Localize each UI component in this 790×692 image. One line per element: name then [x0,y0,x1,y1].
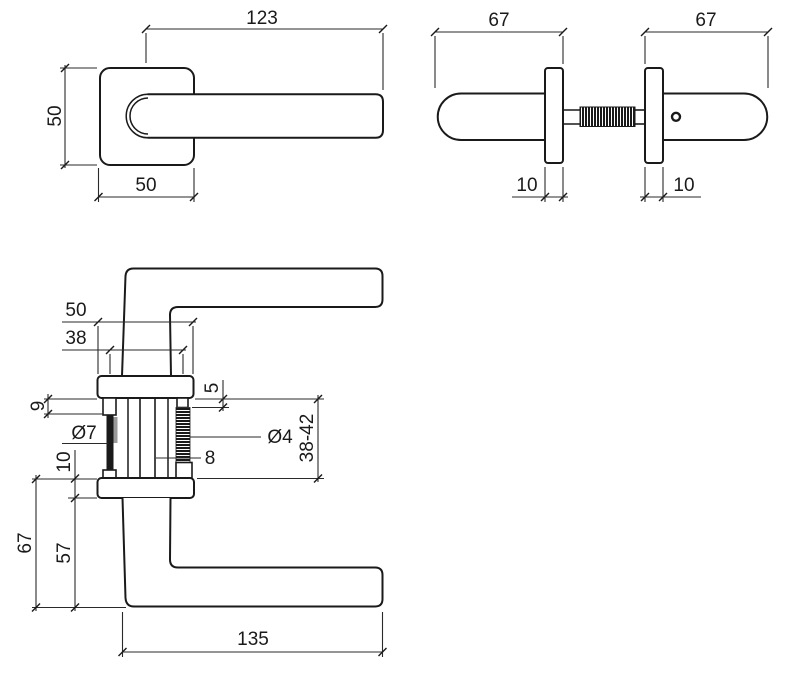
bush-shadow [113,417,118,443]
dim-label-boss-left: 9 [28,401,49,412]
dim-label-lever-length-section: 135 [237,629,269,650]
dim-tick [640,27,650,37]
dim-tick [141,24,151,34]
connecting-bush [106,415,114,470]
fixing-screw-thread [175,407,191,463]
dim-tick [31,474,41,484]
dim-tick [430,27,440,37]
dim-tick [70,493,80,503]
dim-label-bush-diameter: Ø7 [71,423,96,444]
dim-label-rose-width: 50 [135,175,156,196]
dim-label-rose-thickness-left: 10 [516,175,537,196]
dim-label-base-width: 38 [65,328,86,349]
dim-label-door-range: 38-42 [297,414,318,463]
dim-tick [218,394,228,404]
side-view: 67 67 10 10 [430,10,773,202]
upper-handle-section [121,267,384,377]
dim-tick [558,27,568,37]
dim-tick [70,474,80,483]
dim-label-neck-height: 57 [54,542,75,563]
right-rose-side [644,67,664,164]
dim-label-spindle-size: 8 [205,448,216,469]
dim-tick [93,317,103,327]
lower-handle-section [121,497,384,608]
bush-boss-top [102,397,117,416]
dim-label-rose-width: 50 [65,300,86,321]
lever-front [147,93,384,139]
screw-foot [175,461,193,479]
dim-tick [189,192,199,202]
dim-label-lever-length: 123 [246,8,278,29]
dim-label-boss-right: 5 [202,383,223,394]
dim-tick [218,403,228,412]
dim-tick [118,647,127,657]
dim-label-rose-height: 50 [45,105,66,126]
dim-tick [313,394,323,404]
dim-label-screw-diameter: Ø4 [267,427,293,448]
upper-rose-plate [96,375,195,399]
dim-tick [188,317,198,327]
dim-tick [658,192,668,202]
dim-label-depth-left: 67 [488,10,509,31]
right-handle-grip [662,92,769,141]
lower-rose-plate [96,477,195,499]
dim-tick [31,603,41,612]
dim-label-overall-height: 67 [15,532,36,553]
section-view: 50 38 9 Ø7 Ø4 [15,267,387,657]
dim-tick [43,394,53,404]
dim-tick [378,647,387,657]
dim-tick [763,27,773,37]
dim-label-depth-right: 67 [695,10,716,31]
dim-tick [60,63,70,73]
threaded-spindle [579,106,636,127]
dim-tick [43,409,53,419]
dim-tick [105,345,115,355]
dim-tick [378,24,388,34]
dim-tick [178,345,188,355]
dim-tick [313,474,323,483]
dim-tick [640,192,650,202]
dim-tick [70,603,80,612]
dim-tick [60,160,70,170]
dim-label-rose-thickness-right: 10 [673,175,694,196]
dim-tick [558,192,568,202]
dim-tick [540,192,550,202]
left-handle-grip [436,92,546,141]
screw-boss-top [176,397,189,409]
dim-tick [94,192,103,202]
dim-label-rose-thickness: 10 [54,451,75,472]
left-rose-side [544,67,564,164]
front-view: 123 50 50 [45,8,388,202]
grub-screw-hole [670,111,682,123]
